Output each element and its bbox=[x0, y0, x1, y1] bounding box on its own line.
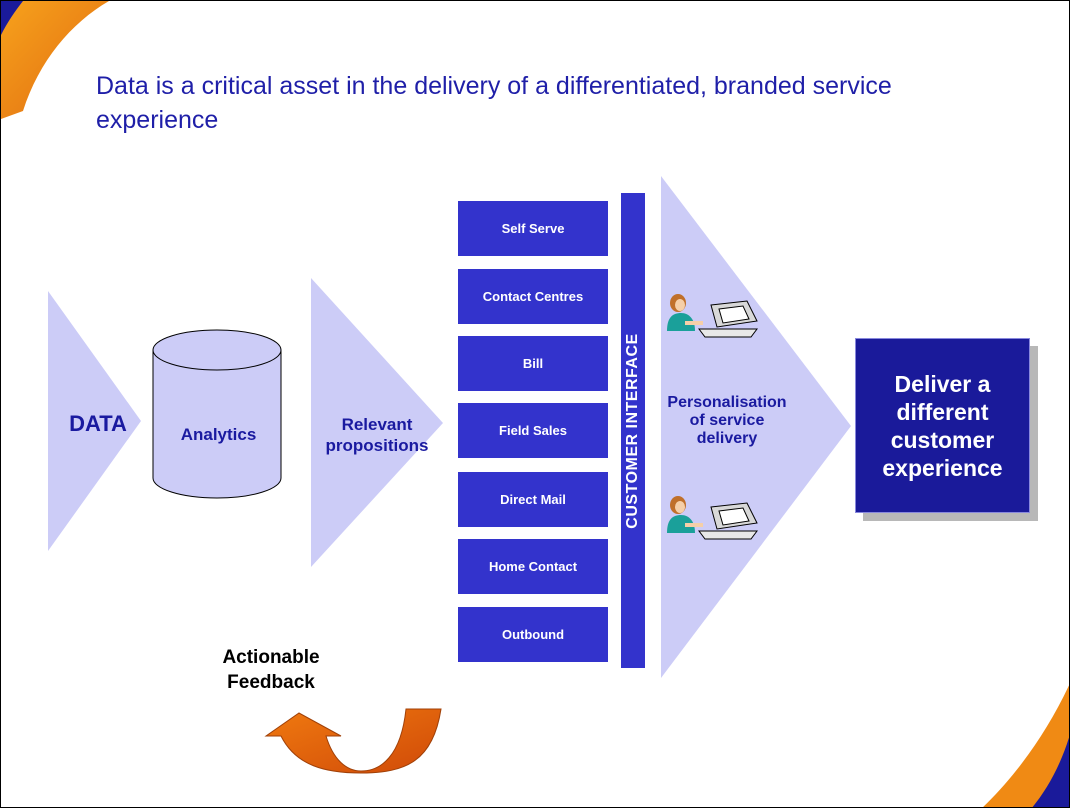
corner-swoosh-top-left bbox=[1, 1, 109, 119]
channel-field-sales: Field Sales bbox=[458, 403, 608, 458]
person-at-computer-icon bbox=[667, 294, 758, 338]
analytics-label: Analytics bbox=[180, 425, 257, 444]
data-label: DATA bbox=[69, 411, 127, 436]
corner-swoosh-bottom-right-blue bbox=[1032, 737, 1069, 807]
channel-home-contact: Home Contact bbox=[458, 539, 608, 594]
personalisation-chevron bbox=[661, 176, 851, 678]
channel-self-serve: Self Serve bbox=[458, 201, 608, 256]
corner-swoosh-bottom-right bbox=[983, 685, 1069, 807]
channel-contact-centres: Contact Centres bbox=[458, 269, 608, 324]
slide-title: Data is a critical asset in the delivery… bbox=[96, 72, 892, 134]
customer-interface-label: CUSTOMER INTERFACE bbox=[624, 333, 641, 529]
propositions-label: Relevant propositions bbox=[325, 415, 429, 455]
channel-direct-mail: Direct Mail bbox=[458, 472, 608, 527]
feedback-label: Actionable Feedback bbox=[222, 647, 320, 693]
person-at-computer-icon bbox=[667, 496, 758, 540]
corner-swoosh-top-left-blue bbox=[1, 1, 23, 35]
feedback-arrow bbox=[264, 708, 442, 774]
personalisation-label: Personalisation of service delivery bbox=[667, 394, 787, 447]
propositions-chevron bbox=[311, 278, 443, 567]
customer-interface-bar bbox=[621, 193, 645, 668]
deliver-box: Deliver a different customer experience bbox=[855, 338, 1030, 513]
channel-outbound: Outbound bbox=[458, 607, 608, 662]
analytics-cylinder bbox=[152, 329, 282, 499]
channel-bill: Bill bbox=[458, 336, 608, 391]
data-chevron bbox=[48, 291, 141, 551]
